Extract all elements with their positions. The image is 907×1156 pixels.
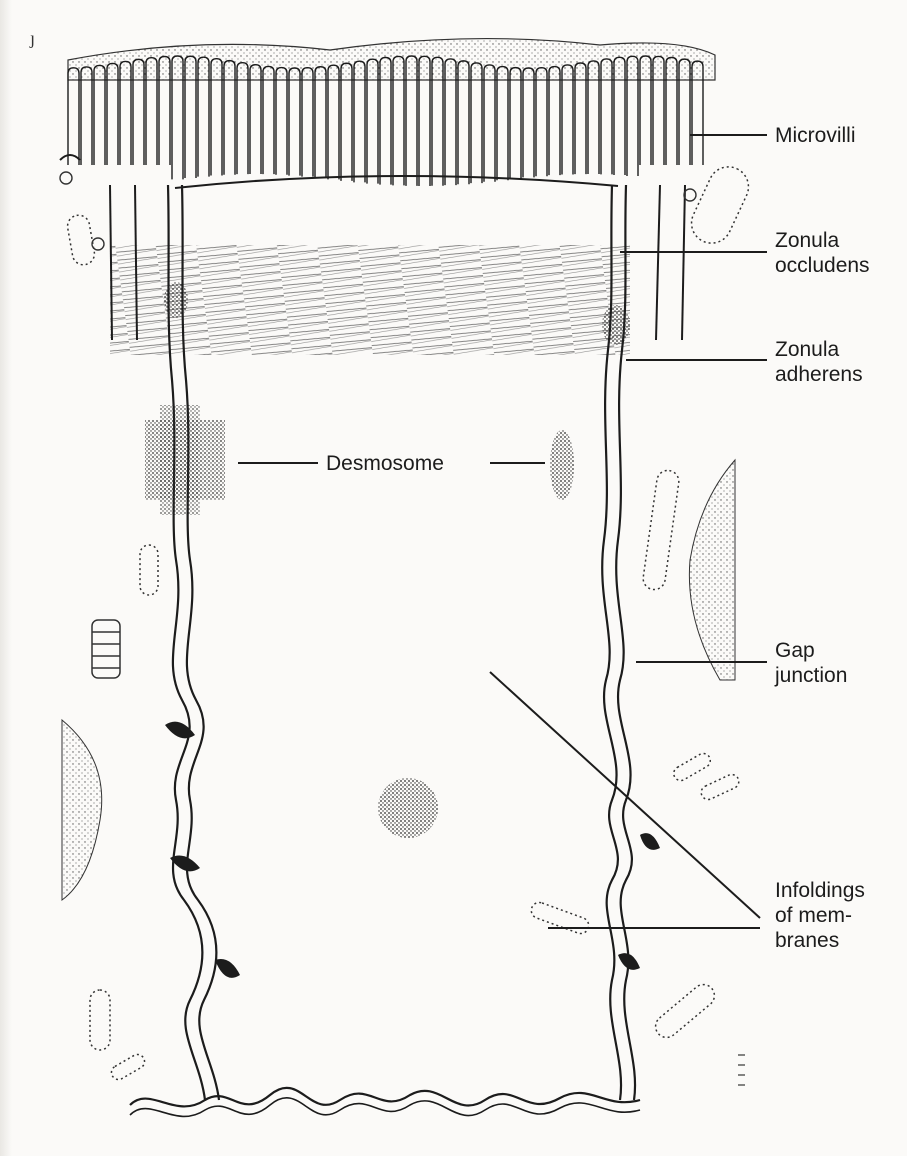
label-gap-junction-line2: junction <box>774 664 847 687</box>
basal-membrane <box>130 1088 640 1107</box>
microvillus <box>510 68 521 179</box>
microvillus <box>341 63 352 181</box>
label-infoldings-line3: branes <box>775 929 839 952</box>
microvillus <box>276 68 287 175</box>
zonula-adherens-left <box>164 282 188 318</box>
microvillus <box>497 67 508 181</box>
microvillus <box>68 68 79 165</box>
label-desmosome: Desmosome <box>326 452 444 475</box>
central-body <box>378 778 438 838</box>
microvillus <box>263 66 274 174</box>
zonula-adherens-right <box>602 305 630 345</box>
microvillus <box>302 68 313 177</box>
striated-body <box>92 620 120 678</box>
desmosome-left <box>145 405 225 515</box>
neighbour-nucleus-left <box>62 720 102 900</box>
microvillus <box>471 63 482 183</box>
junction-spot <box>215 959 240 978</box>
desmosome-right <box>550 430 574 500</box>
microvillus <box>549 67 560 176</box>
label-microvilli: Microvilli <box>775 124 856 147</box>
neighbour-cell-right <box>656 185 685 340</box>
neighbour-nucleus-right <box>689 460 735 680</box>
label-zonula-adherens-line1: Zonula <box>775 338 840 361</box>
junction-spot <box>640 833 660 850</box>
label-infoldings-line1: Infoldings <box>775 879 865 902</box>
microvillus <box>289 68 300 176</box>
scale-marks <box>738 1055 745 1085</box>
microvillus <box>536 68 547 177</box>
label-zonula-adherens-line2: adherens <box>775 363 863 386</box>
label-infoldings-line2: of mem- <box>775 904 852 927</box>
label-zonula-occludens-line1: Zonula <box>775 229 840 252</box>
microvillus <box>81 67 92 165</box>
microvillus <box>315 67 326 178</box>
microvillus <box>523 68 534 177</box>
label-gap-junction-line1: Gap <box>775 639 815 662</box>
apical-cell-outline <box>175 176 618 188</box>
label-zonula-occludens-line2: occludens <box>775 254 870 277</box>
junction-spot <box>618 953 640 970</box>
microvillus <box>250 65 261 174</box>
junction-spot <box>170 856 200 872</box>
microvillus <box>328 65 339 179</box>
microvillus <box>562 65 573 174</box>
microvillus <box>484 65 495 182</box>
